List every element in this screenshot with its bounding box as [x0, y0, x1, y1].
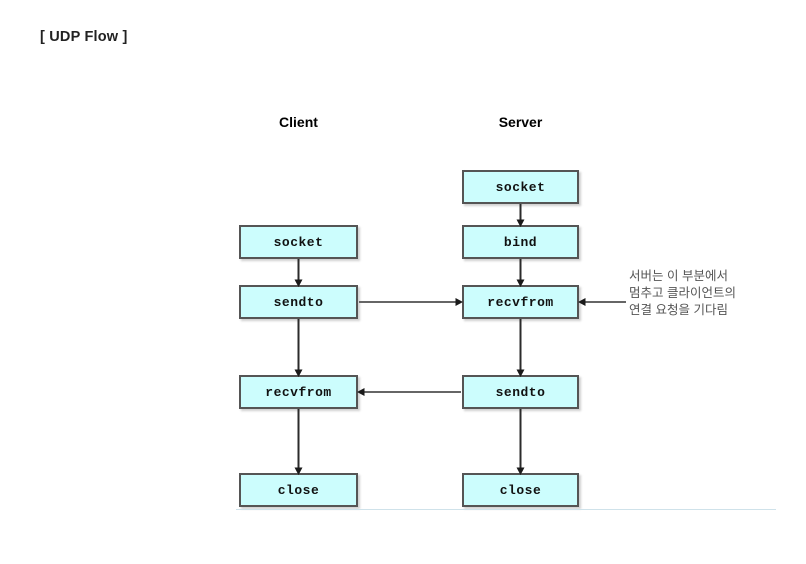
flow-box-server-socket: socket: [462, 170, 579, 204]
flow-box-client-close: close: [239, 473, 358, 507]
flow-box-server-close: close: [462, 473, 579, 507]
flow-box-client-socket: socket: [239, 225, 358, 259]
flow-box-server-sendto: sendto: [462, 375, 579, 409]
column-header-server: Server: [498, 114, 543, 130]
page-title: [ UDP Flow ]: [40, 29, 128, 45]
flow-box-client-recvfrom: recvfrom: [239, 375, 358, 409]
footer-divider: [236, 509, 776, 510]
flow-box-client-sendto: sendto: [239, 285, 358, 319]
flow-box-server-recvfrom: recvfrom: [462, 285, 579, 319]
flow-box-server-bind: bind: [462, 225, 579, 259]
column-header-client: Client: [279, 114, 318, 130]
annotation-note: 서버는 이 부분에서 멈추고 클라이언트의 연결 요청을 기다림: [629, 269, 736, 317]
